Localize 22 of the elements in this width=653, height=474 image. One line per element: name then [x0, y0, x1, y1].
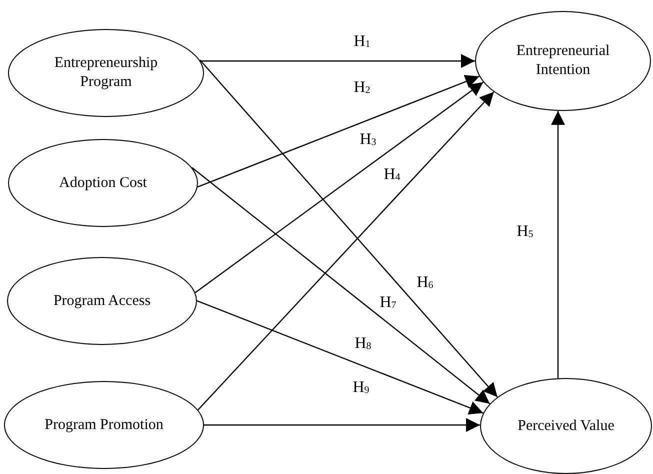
- edge-label: H$_{2}$: [352, 80, 372, 96]
- edge-label: H$_{4}$: [382, 167, 402, 183]
- arrow: [197, 74, 480, 188]
- node-label: Perceived Value: [518, 416, 614, 436]
- arrow: [204, 418, 480, 432]
- edge-label: H$_{6}$: [416, 275, 434, 291]
- edge-label: H$_{8}$: [354, 336, 372, 352]
- arrow: [200, 54, 475, 68]
- edge-label: H$_{3}$: [358, 132, 378, 148]
- edge-label: H$_{9}$: [352, 380, 370, 396]
- arrow: [196, 300, 484, 414]
- edge-label: H$_{1}$: [352, 34, 372, 50]
- node-label: Program Access: [53, 292, 151, 310]
- node-label: Program Promotion: [44, 416, 164, 434]
- arrow: [192, 167, 490, 404]
- arrow: [194, 82, 484, 294]
- edge-label: H$_{5}$: [516, 224, 534, 240]
- edge-label: H$_{7}$: [378, 295, 398, 311]
- node-label: Entrepreneurship Program: [53, 54, 159, 92]
- arrow: [551, 110, 565, 378]
- node-label: Adoption Cost: [59, 174, 147, 192]
- node-label: Entrepreneurial Intention: [515, 42, 611, 80]
